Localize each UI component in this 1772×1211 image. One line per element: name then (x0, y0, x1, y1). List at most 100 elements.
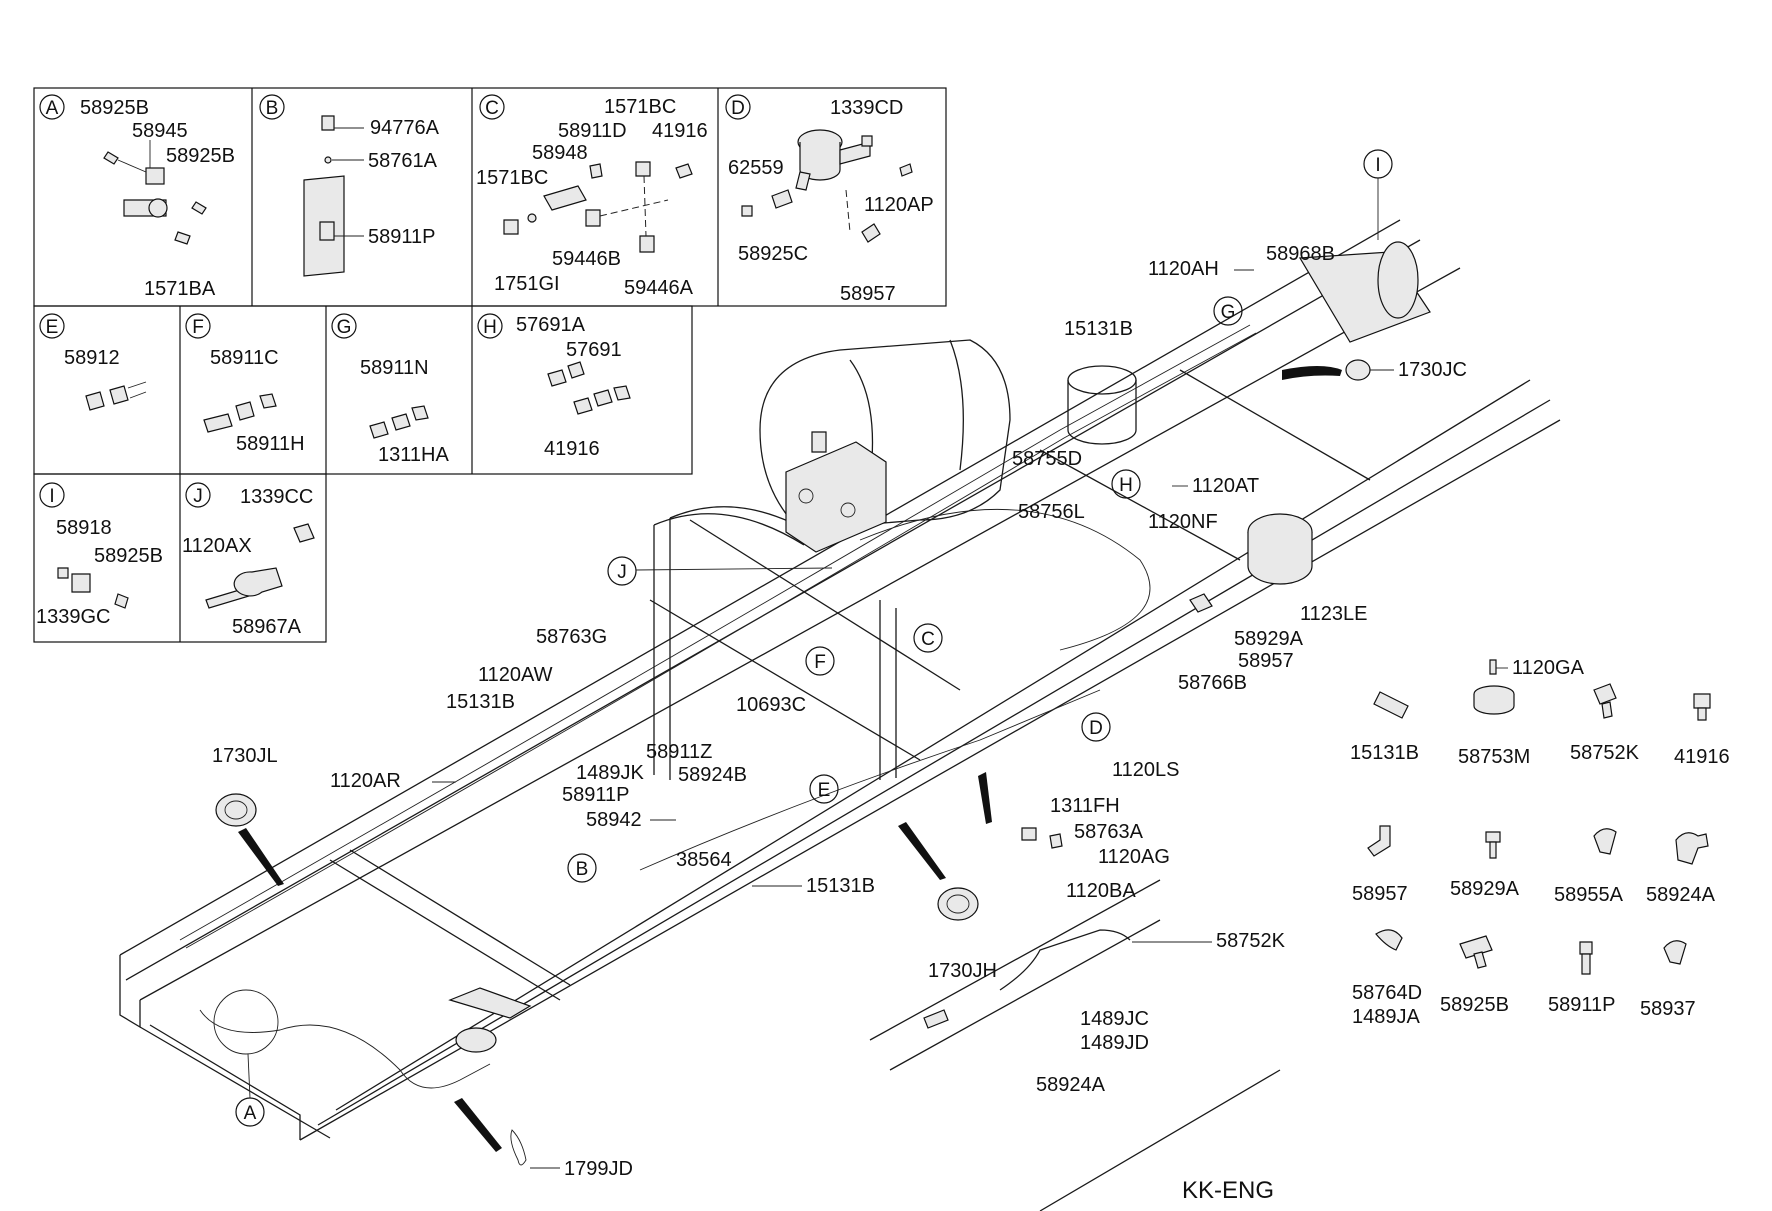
vehicle-frame (119, 219, 1561, 1211)
label-58929a: 58929A (1450, 878, 1520, 900)
label-15131b: 15131B (446, 691, 515, 713)
part-labels: 1120AH 58968B 15131B 1730JC 58755D 58756… (212, 243, 1467, 1180)
label-58942: 58942 (586, 809, 642, 831)
callout-e: E (818, 780, 831, 801)
label-1120nf: 1120NF (1148, 511, 1218, 533)
callout-b: B (576, 859, 589, 880)
label-1571ba: 1571BA (144, 278, 216, 300)
inset-a-circle (39, 94, 65, 120)
tee-fitting-icon (503, 161, 693, 253)
label-59446b: 59446B (552, 248, 621, 270)
callout-d: D (1089, 718, 1103, 739)
elbow-icon (1675, 832, 1709, 865)
label-58957: 58957 (1238, 650, 1294, 672)
label-58911p: 58911P (562, 784, 629, 806)
bracket-icon (303, 115, 364, 277)
elbow-icon (1367, 825, 1391, 857)
inset-c: C 1571BC 58911D 41916 58948 1571BC 59446… (476, 94, 708, 299)
callout-c: C (921, 629, 935, 650)
inset-c-letter: C (485, 98, 499, 119)
callout-h: H (1119, 475, 1133, 496)
label-58955a: 58955A (1554, 884, 1624, 906)
inset-a-letter: A (46, 98, 59, 119)
label-1730jl: 1730JL (212, 745, 278, 767)
label-58763a: 58763A (1074, 821, 1144, 843)
inset-h-circle (477, 313, 503, 339)
callout-g-circle (1213, 296, 1243, 326)
label-58937: 58937 (1640, 998, 1696, 1020)
union-icon (1579, 941, 1593, 975)
label-1123le: 1123LE (1300, 603, 1367, 625)
label-10693c: 10693C (736, 694, 806, 716)
label-1571bc: 1571BC (476, 167, 548, 189)
callout-j: J (617, 562, 627, 583)
label-58925b: 58925B (94, 545, 163, 567)
label-1120ls: 1120LS (1112, 759, 1179, 781)
inset-i: I 58918 58925B 1339GC (36, 482, 163, 628)
label-15131b: 15131B (1350, 742, 1419, 764)
label-1120ar: 1120AR (330, 770, 401, 792)
label-1339cd: 1339CD (830, 97, 903, 119)
clip-icon (1375, 929, 1403, 951)
label-58967a: 58967A (232, 616, 302, 638)
inset-b-circle (259, 94, 285, 120)
label-1489jk: 1489JK (576, 762, 644, 784)
label-1751gi: 1751GI (494, 273, 560, 295)
label-58911c: 58911C (210, 347, 279, 369)
label-1489jd: 1489JD (1080, 1032, 1149, 1054)
inset-h-letter: H (483, 317, 497, 338)
label-1311ha: 1311HA (378, 444, 449, 466)
label-1730jc: 1730JC (1398, 359, 1467, 381)
label-58763g: 58763G (536, 626, 607, 648)
label-1120ax: 1120AX (182, 535, 252, 557)
bolt-icon (205, 523, 315, 609)
callout-g: G (1221, 302, 1236, 323)
callout-f: F (814, 652, 826, 673)
callout-f-circle (805, 646, 835, 676)
union-pair-icon (547, 361, 631, 415)
label-1311fh: 1311FH (1050, 795, 1120, 817)
label-58911n: 58911N (360, 357, 429, 379)
label-58925b: 58925B (166, 145, 235, 167)
label-58752k: 58752K (1216, 930, 1286, 952)
callout-b-circle (567, 853, 597, 883)
label-62559: 62559 (728, 157, 784, 179)
inset-d-circle (725, 94, 751, 120)
label-58766b: 58766B (1178, 672, 1247, 694)
label-38564: 38564 (676, 849, 732, 871)
label-58755d: 58755D (1012, 448, 1082, 470)
inset-j-letter: J (193, 486, 203, 507)
inset-g-letter: G (337, 317, 352, 338)
label-41916: 41916 (652, 120, 708, 142)
label-58911p: 58911P (1548, 994, 1615, 1016)
valve-icon (741, 129, 913, 243)
elbow-icon (1663, 940, 1687, 965)
label-58764d: 58764D (1352, 982, 1422, 1004)
label-58957: 58957 (840, 283, 896, 305)
label-58918: 58918 (56, 517, 112, 539)
inset-f-circle (185, 313, 211, 339)
label-58756l: 58756L (1018, 501, 1085, 523)
inset-i-letter: I (49, 486, 54, 507)
inset-b: B 94776A 58761A 58911P (259, 94, 440, 277)
inset-f-letter: F (192, 317, 204, 338)
callout-e-circle (809, 774, 839, 804)
inset-d: D 1339CD 62559 1120AP 58925C 58957 (725, 94, 934, 305)
label-15131b: 15131B (1064, 318, 1133, 340)
label-1120ap: 1120AP (864, 194, 934, 216)
label-58912: 58912 (64, 347, 120, 369)
nut-icon (1693, 693, 1711, 721)
nut-icon (369, 405, 429, 439)
callout-i: I (1375, 155, 1380, 176)
parts-grid: 1120GA 15131B 58753M 58752K 41916 58957 (1350, 657, 1730, 1028)
inset-h: H 57691A 57691 41916 (477, 313, 631, 460)
label-58925b: 58925B (1440, 994, 1509, 1016)
inset-g-circle (331, 313, 357, 339)
label-1489jc: 1489JC (1080, 1008, 1149, 1030)
label-1339cc: 1339CC (240, 486, 313, 508)
inset-j-circle (185, 482, 211, 508)
label-58753m: 58753M (1458, 746, 1530, 768)
label-58911h: 58911H (236, 433, 305, 455)
label-58752k: 58752K (1570, 742, 1640, 764)
